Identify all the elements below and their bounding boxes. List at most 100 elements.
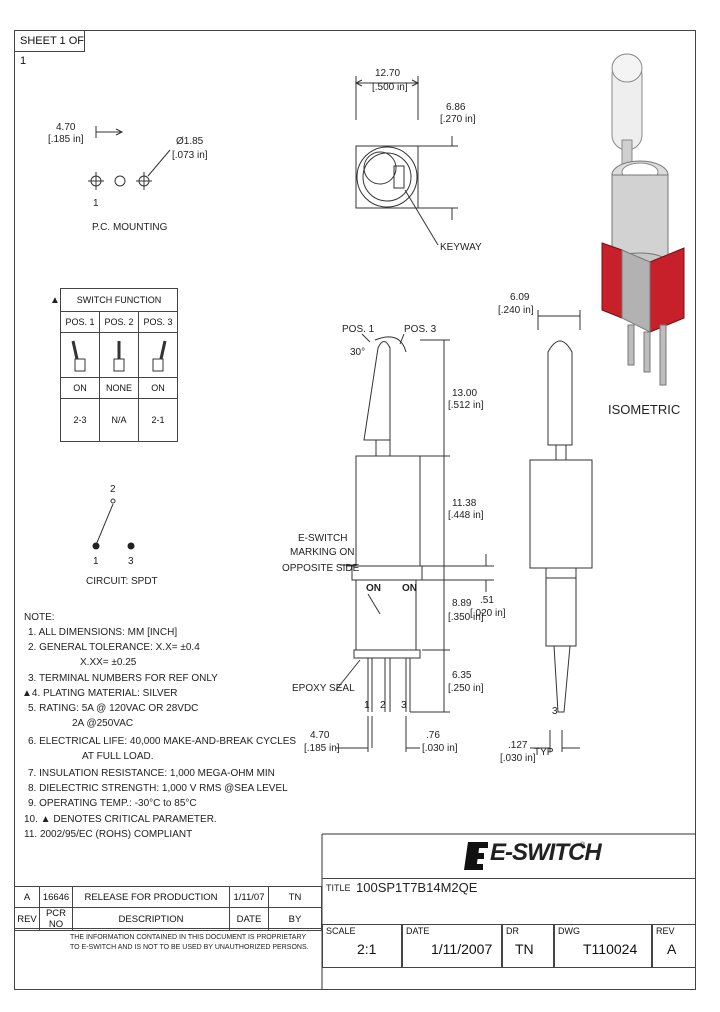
- top-dim-width-in: [.500 in]: [372, 82, 408, 93]
- note-line: 1. ALL DIMENSIONS: MM [INCH]: [28, 627, 178, 638]
- date-value: 1/11/2007: [431, 941, 493, 957]
- dim-step-in: [.020 in]: [470, 608, 506, 619]
- on-right-label: ON: [402, 583, 417, 594]
- circuit-pos3: 2-1: [138, 398, 178, 442]
- circuit-caption: CIRCUIT: SPDT: [86, 576, 158, 587]
- terminal-3: 3: [128, 556, 134, 567]
- dim-lever: 13.00: [452, 388, 478, 399]
- top-dim-width: 12.70: [375, 68, 401, 79]
- date-label: DATE: [406, 926, 430, 936]
- revision-row: A 16646 RELEASE FOR PRODUCTION 1/11/07 T…: [14, 886, 322, 908]
- by-header: BY: [268, 907, 322, 931]
- dim-dia: 6.09: [510, 292, 530, 303]
- side-pin-3: 3: [552, 706, 558, 717]
- pin-2-label: 2: [380, 700, 386, 711]
- rev-cell: A: [14, 886, 40, 908]
- dim-bushing-in: [.448 in]: [448, 510, 484, 521]
- title-label: TITLE: [326, 883, 351, 893]
- dim-pinw-in: [.030 in]: [422, 743, 458, 754]
- date-header: DATE: [229, 907, 269, 931]
- note-line: X.XX= ±0.25: [80, 657, 137, 668]
- dwg-label: DWG: [558, 926, 580, 936]
- pos3-header: POS. 3: [138, 311, 178, 333]
- dim-step: .51: [480, 595, 494, 606]
- dim-pin: 6.35: [452, 670, 472, 681]
- note-line: AT FULL LOAD.: [82, 751, 154, 762]
- e-switch-logo: [464, 842, 488, 870]
- note-line: 10. ▲ DENOTES CRITICAL PARAMETER.: [24, 814, 217, 825]
- state-pos3: ON: [138, 377, 178, 399]
- note-line: 8. DIELECTRIC STRENGTH: 1,000 V RMS @SEA…: [28, 783, 288, 794]
- state-pos2: NONE: [99, 377, 139, 399]
- scale-cell: SCALE 2:1: [322, 924, 402, 968]
- dim-pitch-in: [.185 in]: [304, 743, 340, 754]
- logo-text: E-SWITCH: [490, 839, 602, 866]
- rev-cell-title: REV A: [652, 924, 696, 968]
- drawing-frame: [14, 30, 696, 990]
- note-line: 3. TERMINAL NUMBERS FOR REF ONLY: [28, 673, 218, 684]
- dim-thk-in: [.030 in]: [500, 753, 536, 764]
- lever-pos1-icon: [60, 332, 100, 378]
- terminal-1: 1: [93, 556, 99, 567]
- dim-pitch: 4.70: [310, 730, 330, 741]
- confidential-line-1: THE INFORMATION CONTAINED IN THIS DOCUME…: [70, 934, 307, 941]
- angle-label: 30°: [350, 347, 366, 358]
- pcr-cell: 16646: [39, 886, 73, 908]
- date-cell: DATE 1/11/2007: [402, 924, 502, 968]
- epoxy-label: EPOXY SEAL: [292, 683, 355, 694]
- dwg-value: T110024: [583, 941, 638, 957]
- dr-value: TN: [515, 941, 534, 957]
- switch-function-header: SWITCH FUNCTION: [60, 288, 178, 312]
- note-line: 2. GENERAL TOLERANCE: X.X= ±0.4: [28, 642, 200, 653]
- dim-body: 8.89: [452, 598, 472, 609]
- dim-pin-in: [.250 in]: [448, 683, 484, 694]
- pc-pin1: 1: [93, 198, 99, 209]
- lever-pos3-icon: [138, 332, 178, 378]
- dim-thk: .127: [508, 740, 528, 751]
- switch-function-table: SWITCH FUNCTION POS. 1 POS. 2 POS. 3 ON …: [60, 288, 178, 442]
- pos3-label: POS. 3: [404, 324, 437, 335]
- isometric-illustration: [601, 53, 685, 386]
- on-left-label: ON: [366, 583, 381, 594]
- pc-dim-spacing-in: [.185 in]: [48, 134, 84, 145]
- date-cell: 1/11/07: [229, 886, 269, 908]
- by-cell: TN: [268, 886, 322, 908]
- logo-mark: ®: [580, 842, 586, 849]
- pos1-header: POS. 1: [60, 311, 100, 333]
- revision-table: A 16646 RELEASE FOR PRODUCTION 1/11/07 T…: [14, 886, 322, 931]
- rev-label: REV: [656, 926, 675, 936]
- marking-line-2: MARKING ON: [290, 547, 355, 558]
- dr-label: DR: [506, 926, 519, 936]
- revision-header-row: REV PCR NO DESCRIPTION DATE BY: [14, 907, 322, 931]
- marking-line-1: E-SWITCH: [298, 533, 348, 544]
- lever-pos2-icon: [99, 332, 139, 378]
- pin-1-label: 1: [364, 700, 370, 711]
- note-line: 5. RATING: 5A @ 120VAC OR 28VDC: [28, 703, 199, 714]
- sheet-label: SHEET 1 OF 1: [14, 30, 85, 67]
- description-header: DESCRIPTION: [72, 907, 230, 931]
- pc-mounting-caption: P.C. MOUNTING: [92, 222, 168, 233]
- critical-marker: ▲: [50, 295, 60, 306]
- note-line: 2A @250VAC: [72, 718, 134, 729]
- note-line: 11. 2002/95/EC (ROHS) COMPLIANT: [24, 829, 193, 840]
- dwg-cell: DWG T110024: [554, 924, 652, 968]
- top-dim-depth: 6.86: [446, 102, 466, 113]
- state-pos1: ON: [60, 377, 100, 399]
- note-line: 6. ELECTRICAL LIFE: 40,000 MAKE-AND-BREA…: [28, 736, 297, 747]
- circuit-pos1: 2-3: [60, 398, 100, 442]
- pc-dim-hole: Ø1.85: [176, 136, 204, 147]
- dim-pinw: .76: [426, 730, 440, 741]
- rev-value: A: [667, 941, 677, 957]
- note-line: 9. OPERATING TEMP.: -30°C to 85°C: [28, 798, 197, 809]
- title-divider: [322, 878, 696, 879]
- isometric-label: ISOMETRIC: [608, 402, 681, 417]
- dim-body-in: [.350 in]: [448, 612, 484, 623]
- scale-value: 2:1: [357, 941, 377, 957]
- dim-dia-in: [.240 in]: [498, 305, 534, 316]
- keyway-label: KEYWAY: [440, 242, 482, 253]
- pc-dim-hole-in: [.073 in]: [172, 150, 208, 161]
- marking-line-3: OPPOSITE SIDE: [282, 563, 360, 574]
- description-cell: RELEASE FOR PRODUCTION: [72, 886, 230, 908]
- pcr-header: PCR NO: [39, 907, 73, 931]
